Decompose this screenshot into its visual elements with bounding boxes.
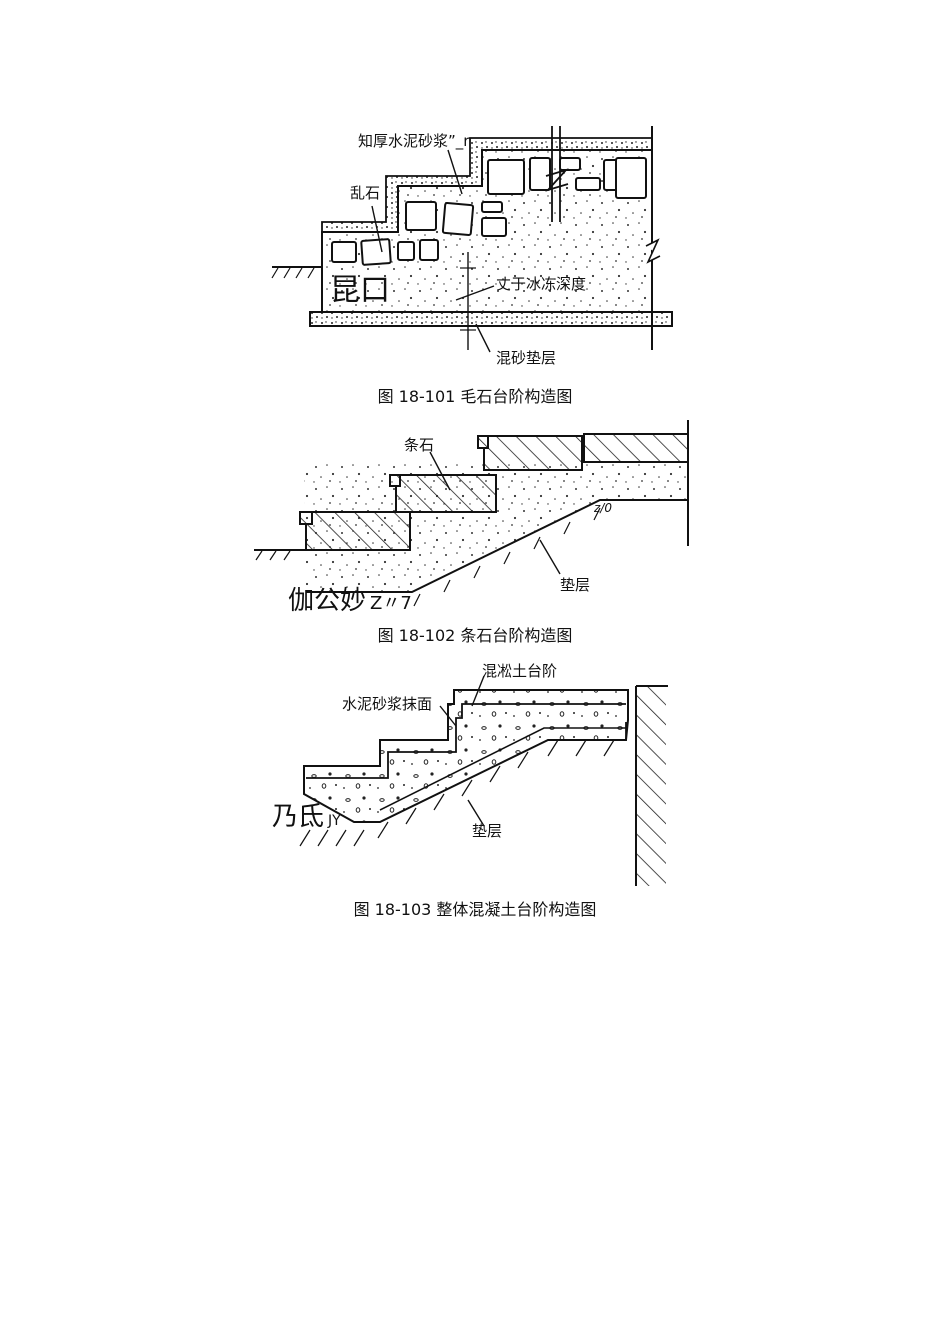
label-mortar-finish: 水泥砂浆抹面 [342,695,433,713]
label-frost-depth: 丈于冰冻深度 [496,275,587,293]
figure-2-strip-stone-step [254,420,689,607]
label-concrete-step: 混凇土台阶 [482,662,558,680]
figure-1-rubble-step [271,126,673,353]
label-mortar-layer: 知厚水泥砂浆”_r [358,132,470,150]
caption-figure-1: 图 18-101 毛石台阶构造图 [377,387,573,406]
label-cushion-2: 垫层 [560,576,591,594]
label-rubble: 乱石 [350,184,381,202]
figure-3-monolithic-concrete-step [299,675,668,886]
caption-figure-2: 图 18-102 条石台阶构造图 [377,626,573,645]
caption-figure-3: 图 18-103 整体混凝土台阶构造图 [353,900,597,919]
label-mark-2: z/0 [594,501,612,515]
label-sand-cushion: 混砂垫层 [496,349,557,367]
label-cushion-3: 垫层 [472,822,503,840]
stray-text-1: 昆口 [330,273,390,308]
label-strip-stone: 条石 [404,436,435,454]
